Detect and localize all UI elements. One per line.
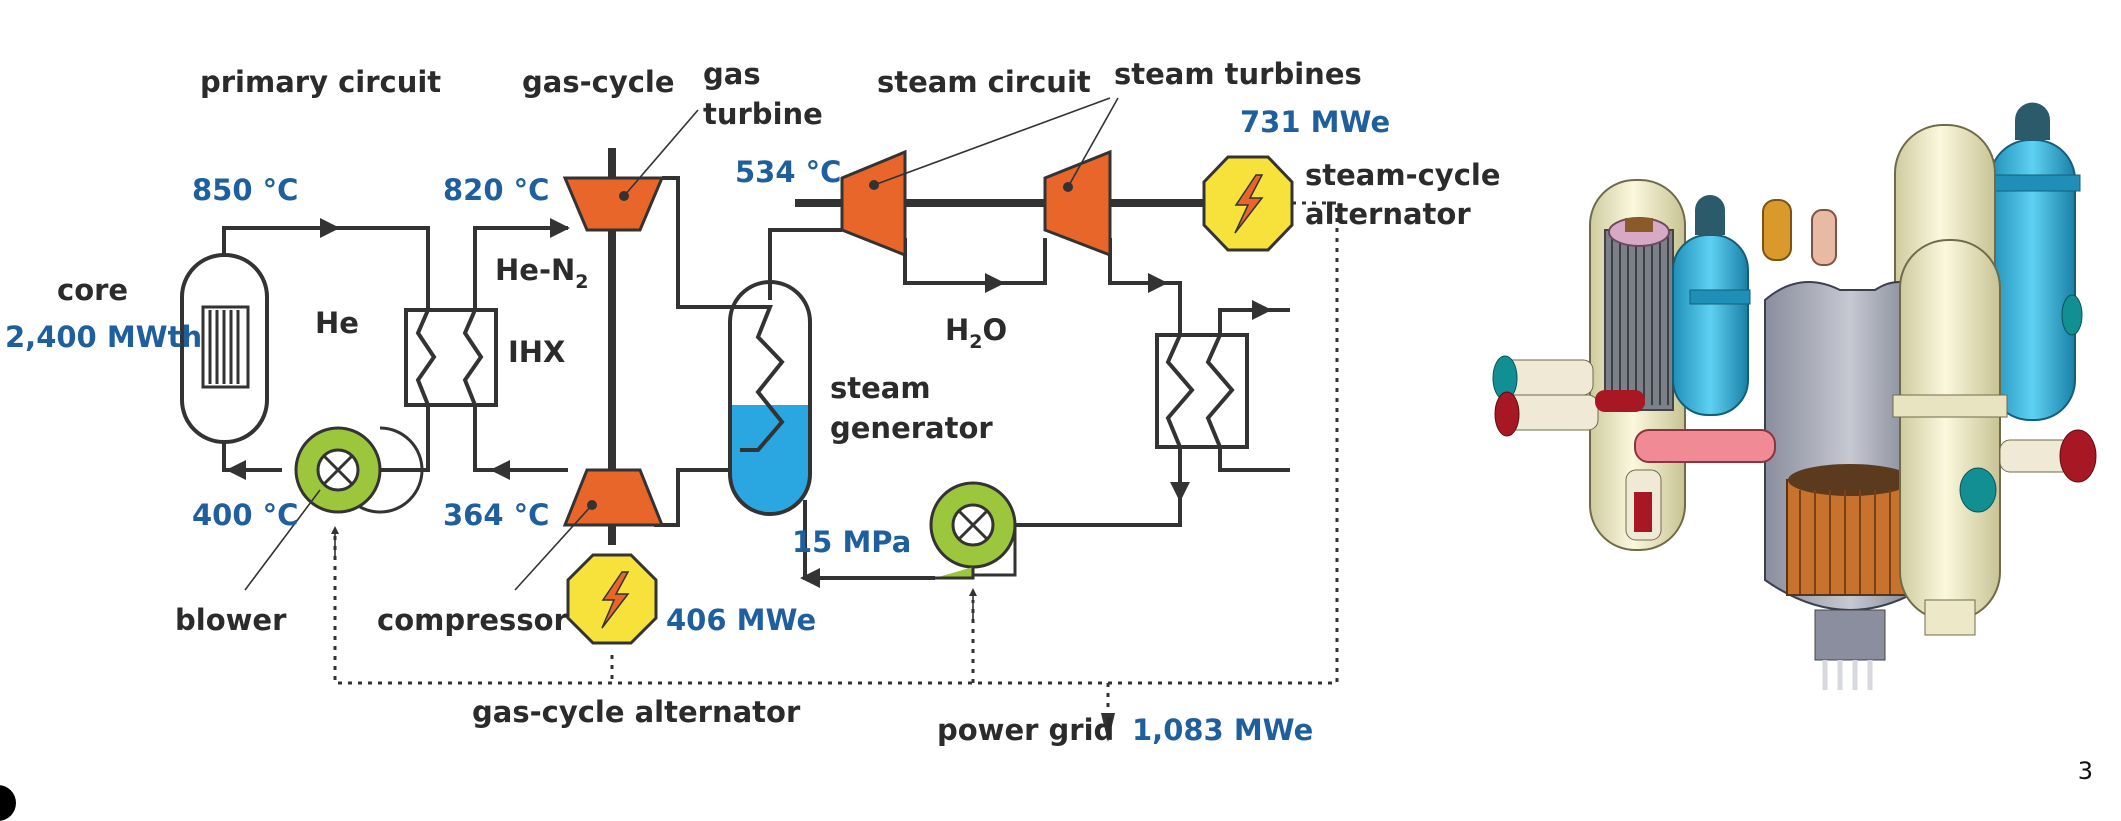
diagram-labels: primary circuit gas-cycle gas turbine st…: [5, 57, 1501, 747]
steam-cycle-alternator: [1202, 155, 1294, 252]
lightning-bolt-icon: [601, 571, 630, 629]
value-temp-364: 364 °C: [443, 498, 549, 532]
label-steam-circuit: steam circuit: [877, 65, 1091, 99]
steam-generator-vessel-front: [1892, 239, 2008, 636]
steam-generator: [728, 280, 812, 516]
label-steam-generator-line2: generator: [830, 411, 993, 445]
value-pressure: 15 MPa: [792, 525, 911, 559]
steam-turbine-hp: [840, 149, 907, 258]
power-grid-lines: [331, 201, 1339, 742]
reactor-core: [180, 253, 269, 444]
feedwater-pump: [929, 481, 1017, 580]
slide: primary circuit gas-cycle gas turbine st…: [0, 57, 2097, 821]
steam-turbine-lp: [1043, 149, 1112, 258]
power-cycle-diagram: primary circuit gas-cycle gas turbine st…: [5, 57, 2097, 747]
leader-lines: [244, 97, 1119, 591]
label-gas-cycle: gas-cycle: [522, 65, 675, 99]
label-he: He: [315, 306, 359, 340]
label-core: core: [57, 273, 128, 307]
label-compressor: compressor: [377, 603, 569, 637]
reactor-3d-illustration: [1492, 102, 2097, 690]
gas-cycle-alternator: [566, 553, 658, 645]
value-temp-400: 400 °C: [192, 498, 298, 532]
intermediate-heat-exchanger: [404, 308, 498, 407]
value-temp-850: 850 °C: [192, 173, 298, 207]
label-steam-alternator-line1: steam-cycle: [1305, 158, 1501, 192]
label-h2o: H2O: [945, 313, 1007, 353]
label-ihx: IHX: [508, 335, 565, 369]
blower-vessel-small: [1672, 195, 1751, 416]
label-gas-cycle-alternator: gas-cycle alternator: [472, 695, 801, 729]
lightning-bolt-icon: [1234, 174, 1264, 234]
label-blower: blower: [175, 603, 287, 637]
label-steam-turbines: steam turbines: [1114, 57, 1362, 91]
gas-turbine: [562, 176, 665, 232]
page-number: 3: [2077, 757, 2093, 785]
value-core-power: 2,400 MWth: [5, 320, 202, 354]
compressor: [562, 468, 665, 527]
label-gas-turbine-line2: turbine: [703, 97, 823, 131]
label-gas-turbine-line1: gas: [703, 57, 761, 91]
label-power-grid: power grid: [937, 713, 1114, 747]
value-temp-820: 820 °C: [443, 173, 549, 207]
label-steam-generator-line1: steam: [830, 371, 931, 405]
label-steam-alternator-line2: alternator: [1305, 197, 1471, 231]
value-total-mwe: 1,083 MWe: [1132, 713, 1313, 747]
value-temp-534: 534 °C: [735, 155, 841, 189]
value-steam-mwe: 731 MWe: [1240, 105, 1390, 139]
label-he-n2: He-N2: [495, 253, 588, 293]
power-grid-arrow-icon: [1101, 713, 1115, 742]
primary-circuit-pipes: [222, 218, 430, 480]
label-primary-circuit: primary circuit: [200, 65, 441, 99]
blower: [294, 426, 424, 514]
condenser: [1155, 333, 1249, 449]
value-gas-mwe: 406 MWe: [666, 603, 816, 637]
